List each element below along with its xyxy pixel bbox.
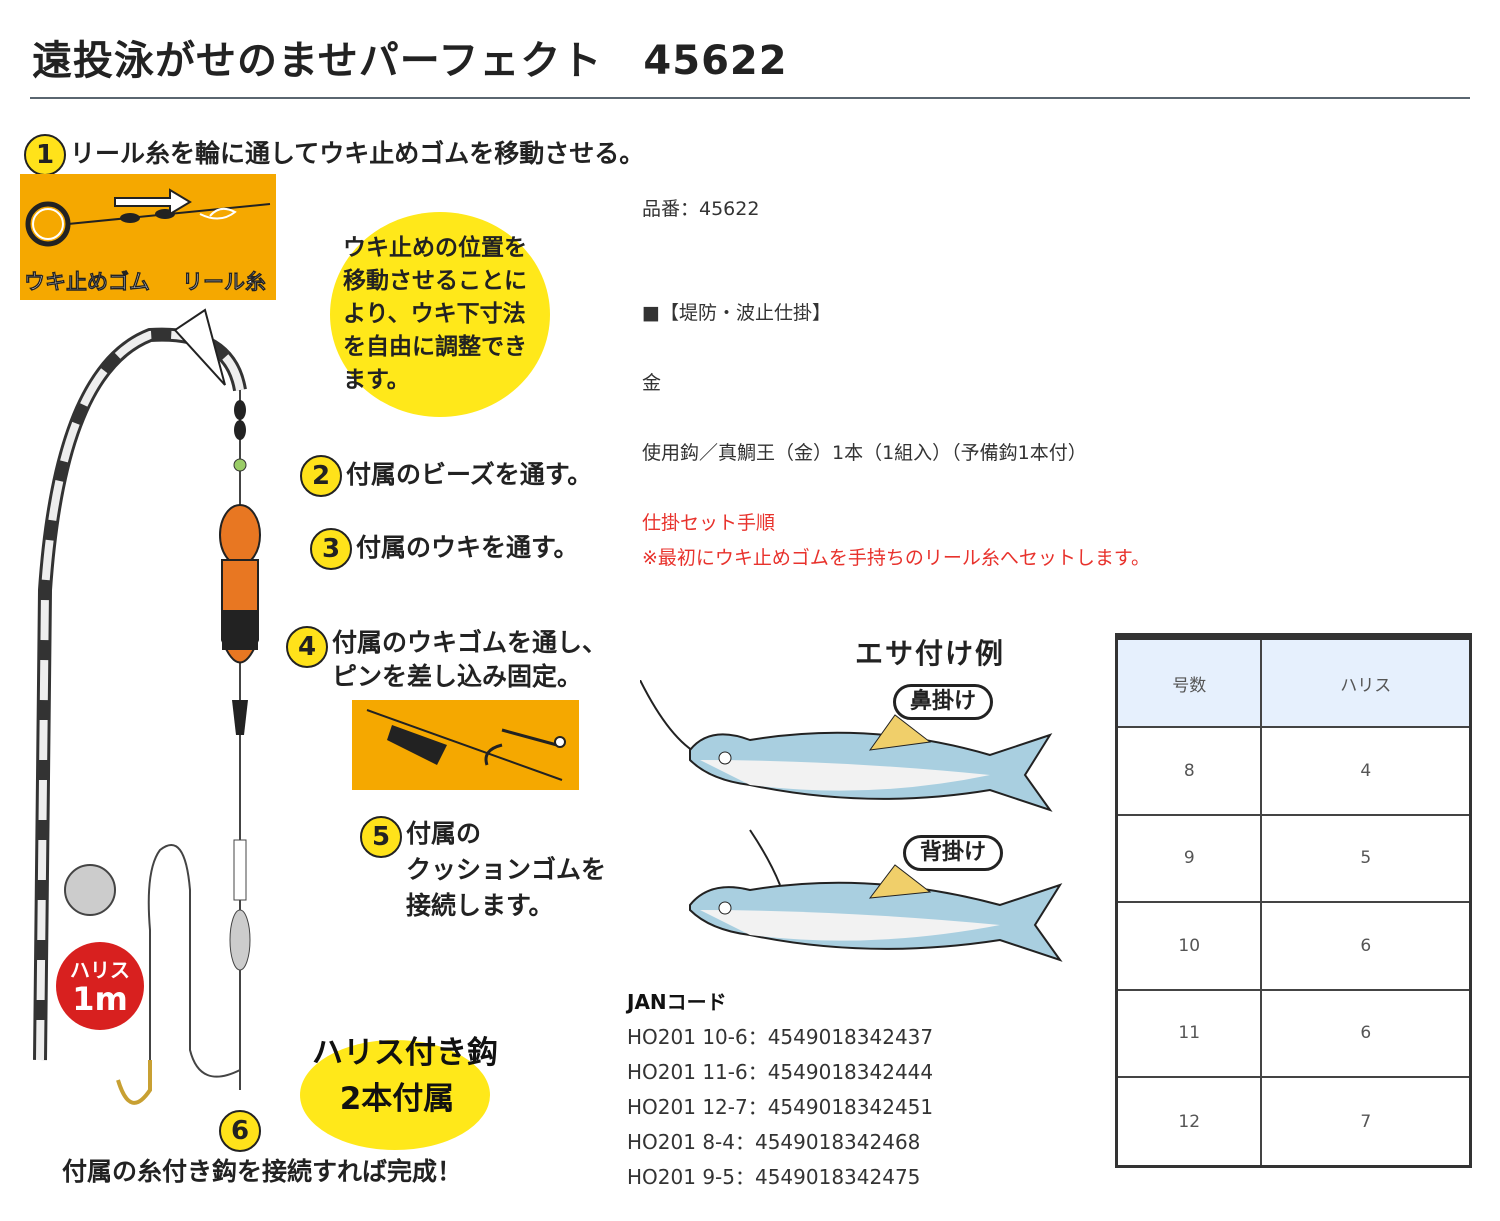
back-hook-label: 背掛け <box>903 835 1004 871</box>
step-text: 付属のウキを通す。 <box>356 533 579 562</box>
nose-hook-label: 鼻掛け <box>893 684 994 720</box>
page-title: 遠投泳がせのませパーフェクト 45622 <box>32 38 788 84</box>
rod-and-rig-illustration <box>33 308 261 1105</box>
cell-size: 10 <box>1115 901 1263 991</box>
back-hooked-fish-icon <box>689 829 1063 962</box>
cell-leader: 5 <box>1260 813 1472 904</box>
jan-code-list: JANコード HO201 10-6：4549018342437 HO201 11… <box>627 985 933 1195</box>
cell-leader: 7 <box>1260 1076 1472 1168</box>
color: 金 <box>642 372 662 394</box>
badge-line-1: ハリス <box>70 958 130 982</box>
cell-size: 8 <box>1115 726 1263 816</box>
title-divider <box>30 97 1470 99</box>
step-text: リール糸を輪に通してウキ止めゴムを移動させる。 <box>70 139 645 168</box>
header-size: 号数 <box>1115 635 1263 728</box>
header-leader: ハリス <box>1260 635 1472 728</box>
step-number: 3 <box>310 528 352 570</box>
step-text: 付属のビーズを通す。 <box>346 460 593 489</box>
cell-size: 9 <box>1115 813 1263 904</box>
float-pin-icon <box>366 709 566 781</box>
procedure-note: ※最初にウキ止めゴムを手持ちのリール糸へセットします。 <box>642 547 1151 569</box>
cell-size: 12 <box>1115 1076 1263 1168</box>
cell-leader: 6 <box>1260 901 1472 991</box>
step-number: 2 <box>300 455 342 497</box>
step-6-text: 付属の糸付き鈎を接続すれば完成！ <box>62 1157 463 1186</box>
reel-line-label: リール糸 <box>182 270 267 295</box>
cell-leader: 6 <box>1260 988 1472 1079</box>
cell-leader: 4 <box>1260 726 1472 816</box>
jan-code: HO201 11-6：4549018342444 <box>627 1060 934 1084</box>
jan-code: HO201 9-5：4549018342475 <box>627 1165 921 1189</box>
pin-illustration <box>352 700 579 790</box>
step-number: 1 <box>24 134 66 176</box>
accessory-badge-bg <box>300 1040 490 1150</box>
cell-size: 11 <box>1115 988 1263 1079</box>
jan-heading: JANコード <box>627 990 727 1014</box>
jan-code: HO201 8-4：4549018342468 <box>627 1130 921 1154</box>
rubber-stopper-label: ウキ止めゴム <box>24 270 151 295</box>
step-number: 6 <box>219 1110 261 1152</box>
tip-text: ウキ止めの位置を 移動させることに より、ウキ下寸法 を自由に調整でき ます。 <box>343 235 527 393</box>
nose-hooked-fish-icon <box>640 680 1053 812</box>
jan-code: HO201 12-7：4549018342451 <box>627 1095 934 1119</box>
step-6-number: 6 <box>219 1110 265 1152</box>
line-through-ring-icon <box>25 188 271 247</box>
rubber-stopper-illustration: ウキ止めゴム リール糸 <box>20 174 276 300</box>
step-number: 4 <box>286 626 328 668</box>
step-text: 付属の クッションゴムを 接続します。 <box>406 819 607 920</box>
badge-line-2: 1m <box>72 980 128 1018</box>
hook-spec: 使用鈎／真鯛王（金）1本（1組入）（予備鈎1本付） <box>642 442 1087 464</box>
step-number: 5 <box>360 816 402 858</box>
accessory-badge: ハリス付き鈎 2本付属 <box>312 1035 498 1117</box>
bait-fish-illustration <box>640 680 1063 962</box>
table-header-row: 号数 ハリス <box>1115 635 1472 728</box>
procedure-title: 仕掛セット手順 <box>642 512 776 534</box>
jan-code: HO201 10-6：4549018342437 <box>627 1025 934 1049</box>
category: ■【堤防・波止仕掛】 <box>642 302 831 324</box>
step-text: 付属のウキゴムを通し、 ピンを差し込み固定。 <box>332 628 608 691</box>
bait-example-title: エサ付け例 <box>855 637 1006 670</box>
product-number: 品番：45622 <box>642 198 760 220</box>
tip-bubble <box>330 212 550 417</box>
leader-length-badge: ハリス 1m <box>56 942 144 1030</box>
